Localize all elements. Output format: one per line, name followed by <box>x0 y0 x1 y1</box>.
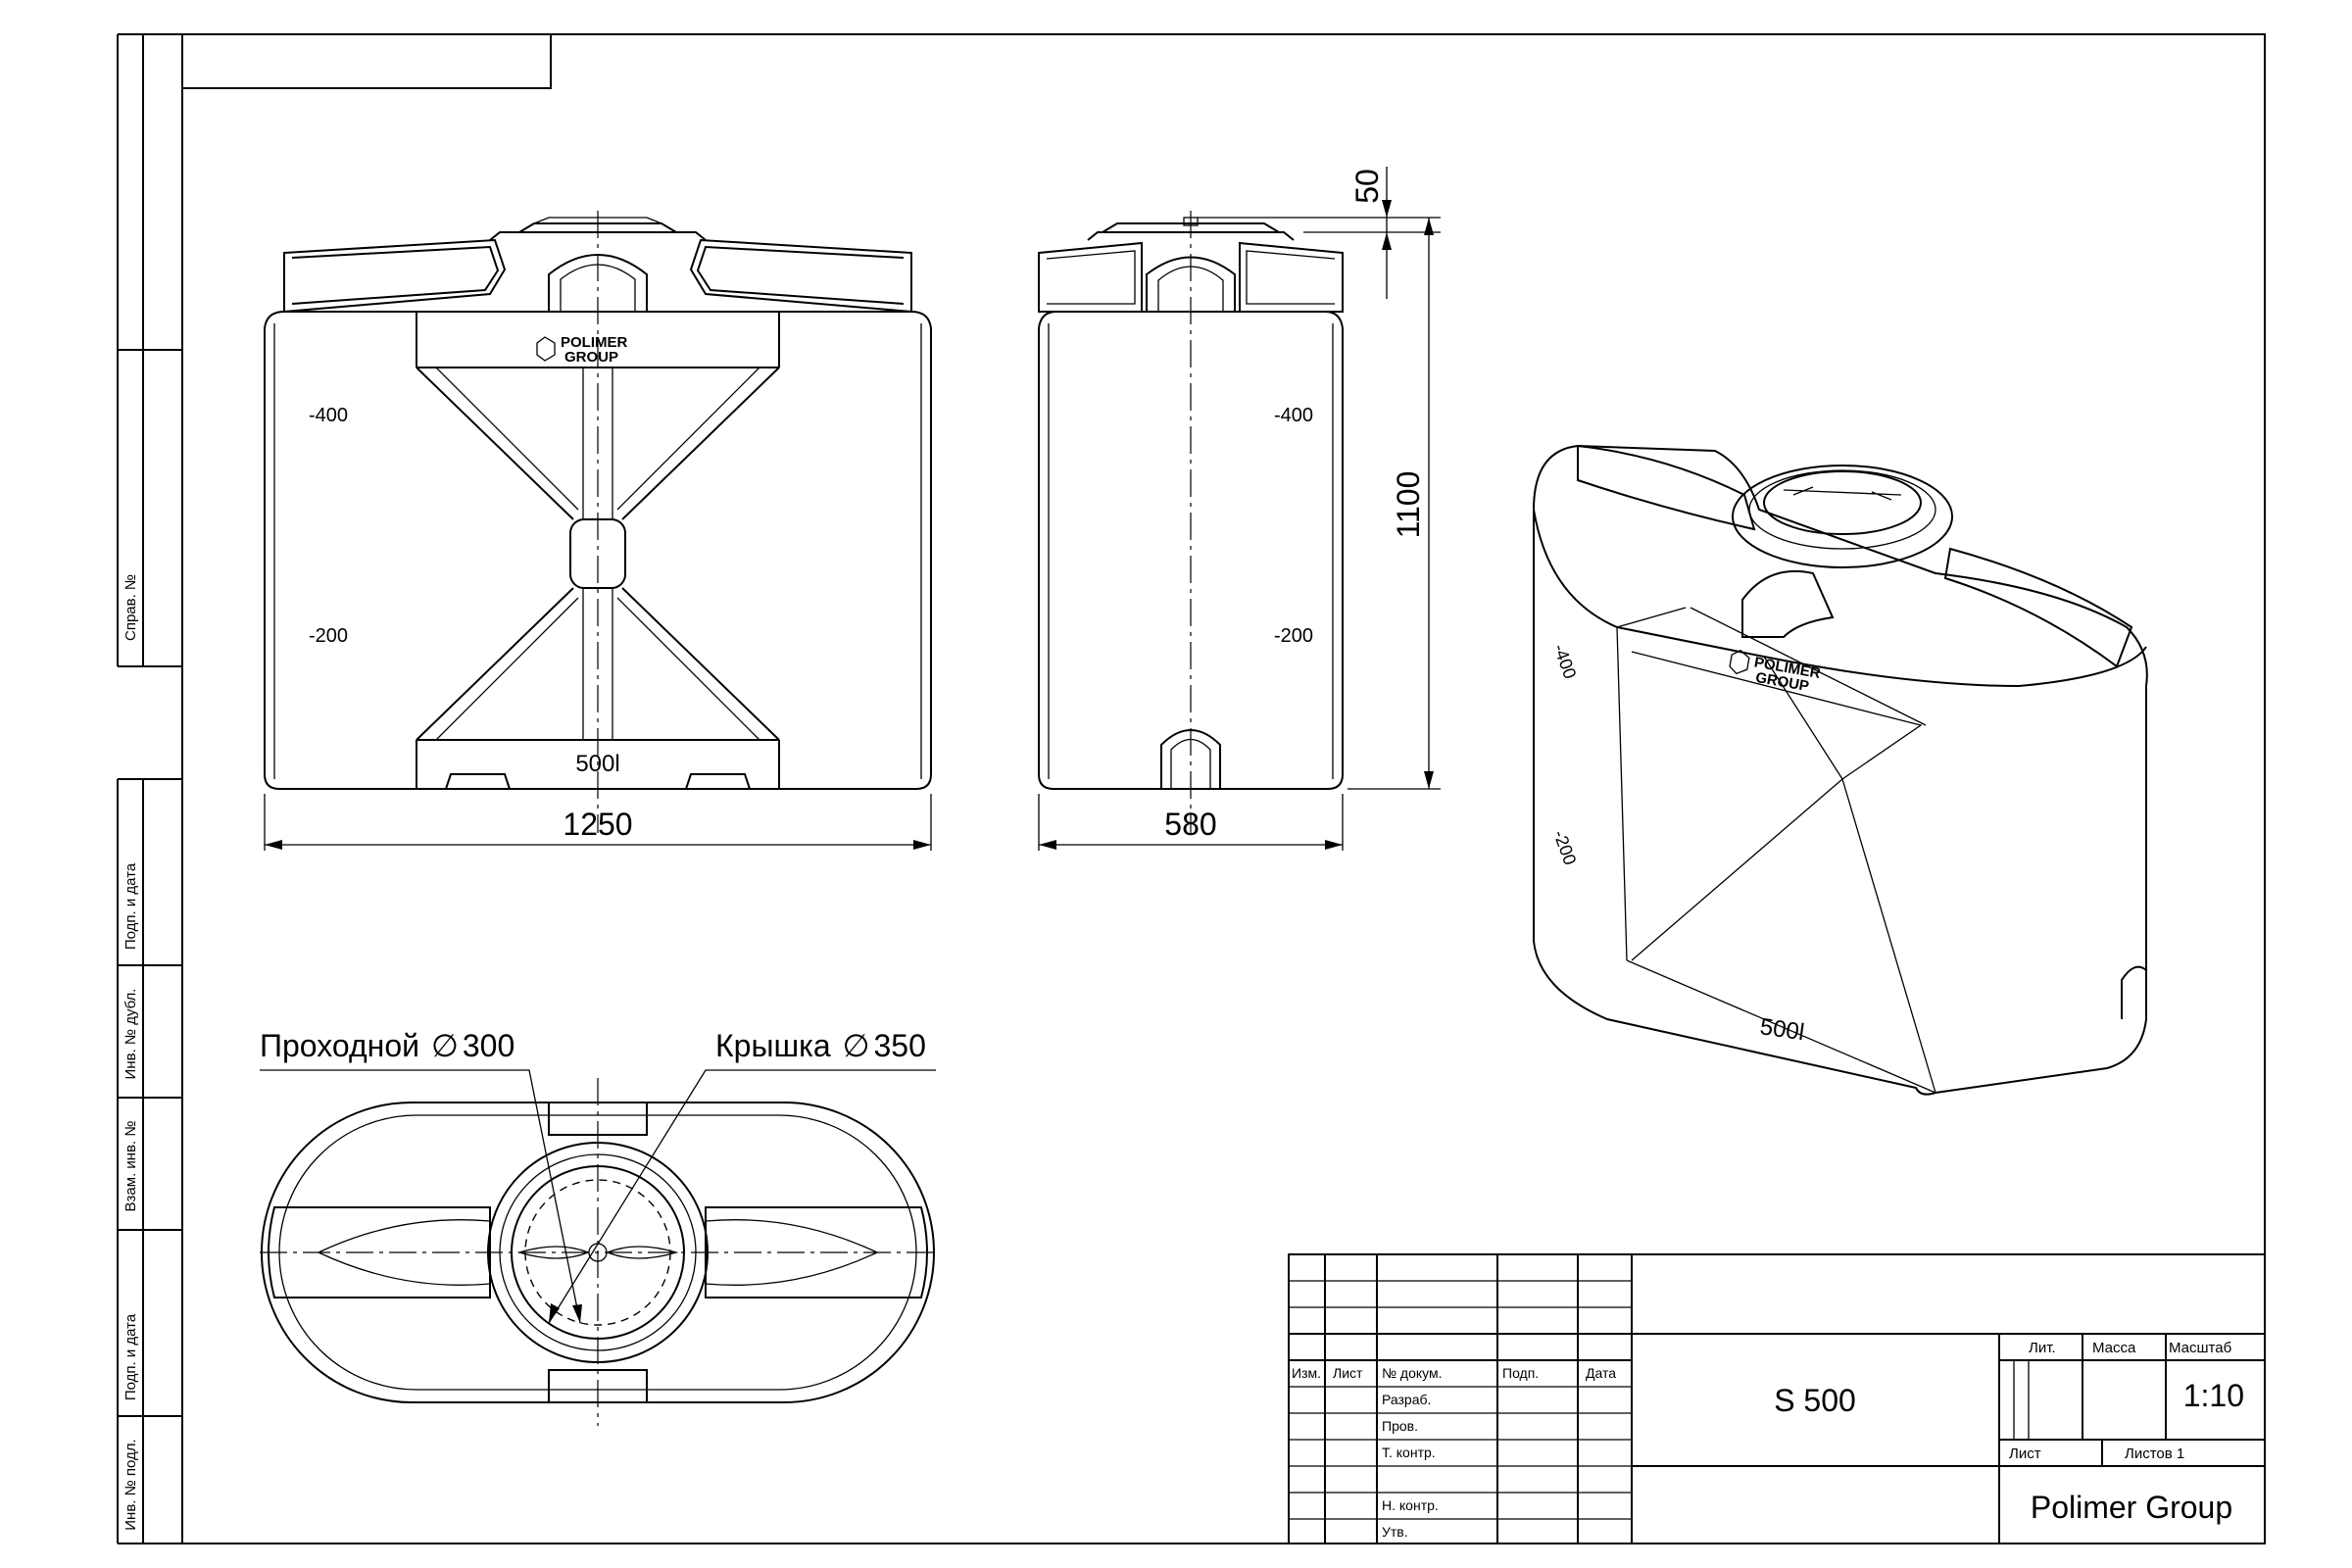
iso-lid-inner <box>1763 470 1922 535</box>
iso-body-outline <box>1533 444 2148 1096</box>
tb-row-tkontr: Т. контр. <box>1382 1445 1436 1460</box>
iso-left-shoulder <box>1577 444 1756 531</box>
front-level-200: -200 <box>309 625 348 647</box>
top-view: Проходной∅300 Крышка∅350 <box>260 1028 936 1426</box>
side-hood <box>1146 256 1236 312</box>
top-lid-outer <box>487 1142 709 1363</box>
iso-logo: POLIMER GROUP <box>1729 649 1822 695</box>
side-body <box>1038 311 1344 790</box>
polimer-logo-icon <box>536 336 556 362</box>
tb-sheet: Лист <box>2009 1446 2041 1462</box>
tb-col-list: Лист <box>1333 1365 1363 1381</box>
tb-company: Polimer Group <box>2031 1490 2232 1525</box>
iso-level-200: -200 <box>1549 828 1580 868</box>
lid-leader <box>548 1069 936 1324</box>
top-handle-top <box>548 1102 648 1136</box>
front-right-foot <box>685 773 751 790</box>
left-stamp-strip: Справ. № Подп. и дата Инв. № дубл. Взам.… <box>117 33 182 1544</box>
front-brand-line2: GROUP <box>564 349 618 366</box>
front-right-shoulder <box>689 238 912 314</box>
top-manhole-dashed <box>524 1179 671 1326</box>
iso-hood <box>1741 569 1835 638</box>
top-outline <box>261 1102 935 1403</box>
top-right-shoulder <box>705 1206 928 1298</box>
dim-lid: 50 <box>1198 167 1441 299</box>
front-level-400: -400 <box>309 405 348 426</box>
top-left-shoulder <box>268 1206 491 1298</box>
front-logo: POLIMER GROUP <box>536 334 628 366</box>
tb-designation: S 500 <box>1774 1383 1856 1418</box>
front-body <box>264 311 932 790</box>
tb-mass: Масса <box>2092 1340 2136 1356</box>
side-view: -400 -200 580 50 1100 <box>1038 167 1441 851</box>
tb-row-nkontr: Н. контр. <box>1382 1497 1439 1513</box>
manhole-label: Проходной∅300 <box>260 1028 514 1063</box>
stamp-inv-dubl: Инв. № дубл. <box>122 989 139 1080</box>
stamp-inv-podl: Инв. № подл. <box>122 1439 139 1530</box>
tb-lit: Лит. <box>2029 1340 2056 1356</box>
front-brand-line1: POLIMER <box>561 334 628 351</box>
iso-lid-outer <box>1732 465 1953 568</box>
dim-height: 1100 <box>1348 218 1441 790</box>
tb-col-date: Дата <box>1586 1365 1616 1381</box>
isometric-view: POLIMER GROUP -400 -200 500l <box>1533 444 2148 1096</box>
side-right-shoulder <box>1239 241 1344 313</box>
side-level-200: -200 <box>1274 625 1313 647</box>
dim-depth-value: 580 <box>1164 807 1216 842</box>
front-top-cap <box>489 231 707 241</box>
stamp-vzam-inv: Взам. инв. № <box>122 1121 139 1212</box>
side-left-shoulder <box>1038 241 1143 313</box>
title-block: Изм. Лист № докум. Подп. Дата Разраб. Пр… <box>1288 1253 2266 1544</box>
tb-row-utv: Утв. <box>1382 1524 1408 1540</box>
iso-polimer-logo-icon <box>1729 649 1750 675</box>
tb-row-razrab: Разраб. <box>1382 1392 1431 1407</box>
front-left-foot <box>445 773 511 790</box>
tb-col-izm: Изм. <box>1292 1365 1321 1381</box>
side-top-cap <box>1087 231 1295 241</box>
drawing-frame: Справ. № Подп. и дата Инв. № дубл. Взам.… <box>117 33 2266 1544</box>
dim-width-value: 1250 <box>563 807 632 842</box>
top-lid-inner <box>511 1165 685 1340</box>
top-handle-bottom <box>548 1369 648 1402</box>
iso-top-rim <box>1533 509 2147 688</box>
tb-col-podp: Подп. <box>1502 1365 1539 1381</box>
stamp-podp-date-1: Подп. и дата <box>122 862 139 950</box>
tb-row-prov: Пров. <box>1382 1418 1418 1434</box>
dim-depth: 580 <box>1038 794 1344 851</box>
lid-label: Крышка∅350 <box>715 1028 926 1063</box>
manhole-leader <box>260 1069 581 1324</box>
front-volume-label: 500l <box>575 751 619 777</box>
top-left-stamp-box <box>181 33 552 89</box>
stamp-sprav: Справ. № <box>122 574 139 641</box>
iso-drain-niche <box>2121 965 2147 1019</box>
dim-lid-value: 50 <box>1349 169 1385 204</box>
dim-height-value: 1100 <box>1391 471 1426 539</box>
front-hood <box>548 254 648 312</box>
dim-width: 1250 <box>264 794 932 851</box>
tb-col-doc: № докум. <box>1382 1365 1443 1381</box>
stamp-podp-date-2: Подп. и дата <box>122 1313 139 1400</box>
iso-level-400: -400 <box>1549 642 1580 682</box>
side-drain-niche <box>1160 729 1221 789</box>
side-level-400: -400 <box>1274 405 1313 426</box>
tb-scale-value: 1:10 <box>2183 1378 2244 1413</box>
front-center-pad <box>569 518 626 589</box>
front-left-shoulder <box>283 238 507 314</box>
tb-scale-label: Масштаб <box>2169 1340 2231 1356</box>
frame-border <box>181 33 2266 1544</box>
front-view: POLIMER GROUP -400 -200 500l 1250 <box>264 211 932 851</box>
iso-right-shoulder <box>1943 547 2133 668</box>
iso-volume-label: 500l <box>1758 1013 1806 1046</box>
tb-sheets: Листов 1 <box>2125 1446 2184 1462</box>
